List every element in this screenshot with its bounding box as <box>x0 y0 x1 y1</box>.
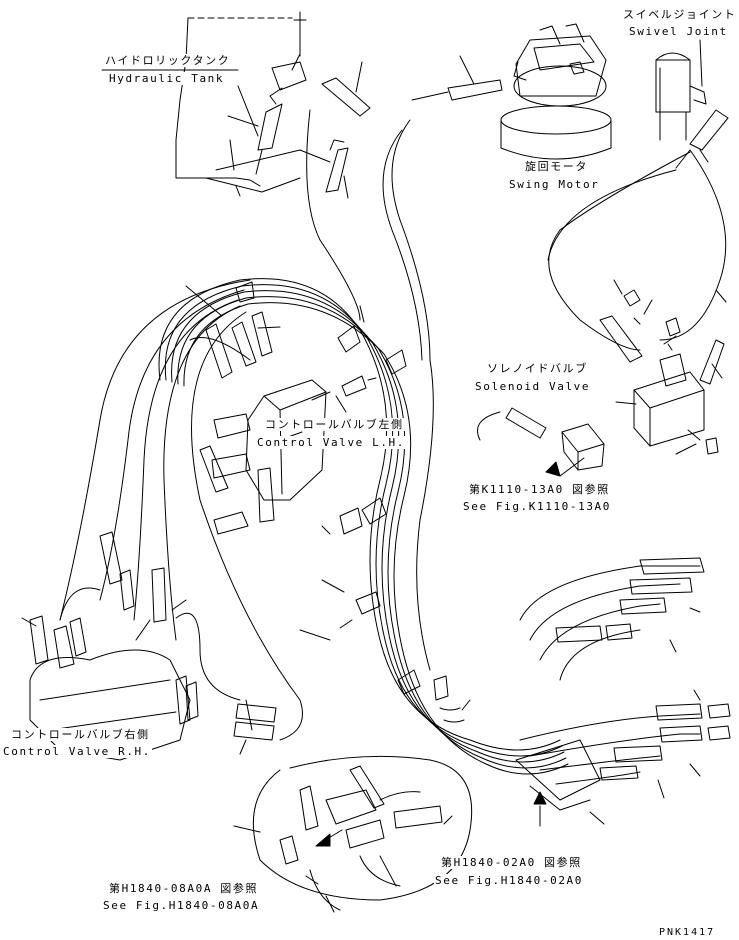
left-hose-runs <box>59 109 434 741</box>
drawing-code: PNK1417 <box>658 926 717 939</box>
control-valve-lh-label-en: Control Valve L.H. <box>256 436 407 449</box>
small-valve-drawing <box>477 407 605 471</box>
reference-arrows <box>315 457 585 847</box>
ref-h1840-02-label-en: See Fig.H1840-02A0 <box>434 874 585 887</box>
right-hose-loop <box>547 149 727 351</box>
solenoid-valve-label-jp: ソレノイドバルブ <box>486 362 589 375</box>
control-valve-rh-label-jp: コントロールバルブ右側 <box>10 728 151 741</box>
control-valve-lh-label-jp: コントロールバルブ左側 <box>264 418 405 431</box>
control-valve-lh-drawing <box>199 311 377 535</box>
ref-k1110-label-jp: 第K1110-13A0 図参照 <box>468 483 611 496</box>
swing-motor-label-en: Swing Motor <box>508 178 601 191</box>
solenoid-valve-label-en: Solenoid Valve <box>474 380 592 393</box>
ref-h1840-08-label-jp: 第H1840-08A0A 図参照 <box>108 882 260 895</box>
bolts <box>321 507 465 723</box>
hydraulic-tank-label-en: Hydraulic Tank <box>108 72 226 85</box>
central-hose-bundle <box>158 278 569 775</box>
solenoid-valve-drawing <box>599 289 725 455</box>
right-fittings-group <box>515 557 731 811</box>
ref-h1840-08-label-en: See Fig.H1840-08A0A <box>102 899 261 912</box>
ref-k1110-label-en: See Fig.K1110-13A0 <box>462 500 613 513</box>
leader-lines <box>21 39 727 913</box>
swivel-joint-label-jp: スイベルジョイント <box>622 8 738 21</box>
swivel-joint-label-en: Swivel Joint <box>628 25 729 38</box>
ref-h1840-02-label-jp: 第H1840-02A0 図参照 <box>440 856 583 869</box>
tank-fittings <box>255 53 371 193</box>
control-valve-rh-drawing <box>29 531 277 761</box>
swing-motor-drawing <box>411 23 612 160</box>
hydraulic-tank-label-jp: ハイドロリックタンク <box>104 54 232 67</box>
swivel-joint-drawing <box>655 52 729 169</box>
swing-motor-label-jp: 旋回モータ <box>524 160 589 173</box>
control-valve-rh-label-en: Control Valve R.H. <box>2 745 153 758</box>
